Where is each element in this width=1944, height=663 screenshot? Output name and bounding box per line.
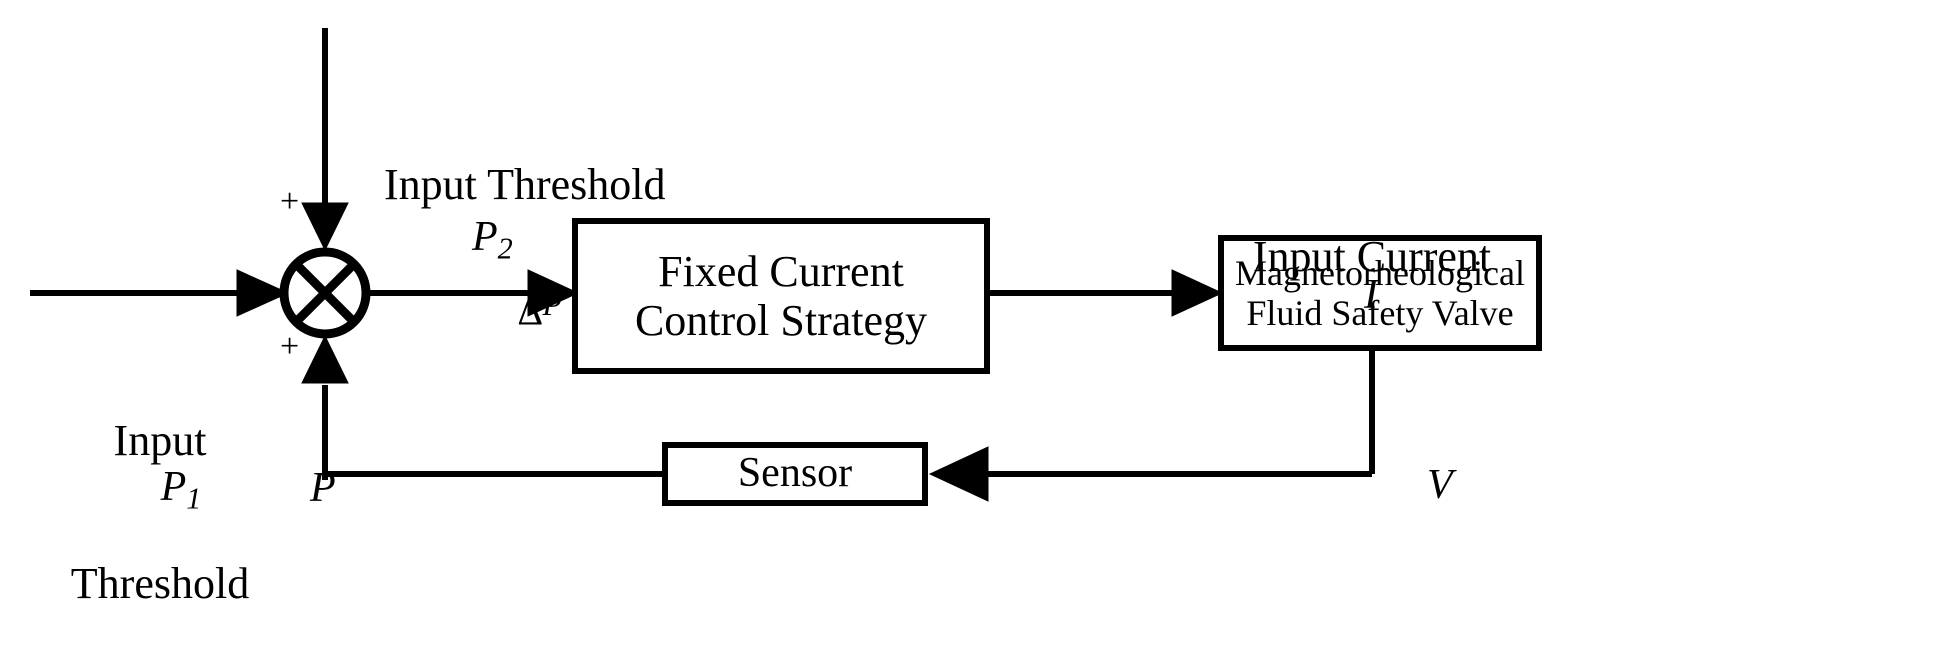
sensor-block-rect bbox=[662, 442, 928, 506]
top-input-symbol-letter: P bbox=[472, 214, 498, 261]
sensor-block-line1: Sensor bbox=[737, 450, 853, 497]
valve-block-line1: Magnetorheological bbox=[1235, 252, 1525, 293]
controller-block-rect bbox=[572, 218, 990, 374]
valve-block-line2: Fluid Safety Valve bbox=[1246, 293, 1514, 333]
current-signal-label-text: Input Current bbox=[1252, 231, 1492, 281]
feedback-symbol-letter: P bbox=[310, 465, 336, 512]
controller-block-line1: Fixed Current bbox=[658, 246, 904, 296]
feedback-input-arrowhead bbox=[301, 334, 349, 384]
left-input-label-line1: Input bbox=[113, 416, 207, 466]
valve-block-rect bbox=[1218, 235, 1542, 351]
current-signal-symbol: I bbox=[1185, 228, 1515, 364]
controller-block-line2: Control Strategy bbox=[634, 296, 928, 345]
current-signal-symbol-letter: I bbox=[1364, 272, 1378, 319]
left-input-symbol-subscript: 1 bbox=[186, 481, 202, 516]
top-input-plus-sign: + bbox=[280, 183, 300, 220]
error-signal-arrowhead bbox=[527, 269, 580, 317]
error-signal-label: ∆P bbox=[478, 245, 598, 376]
controller-block-text: Fixed Current Control Strategy bbox=[575, 221, 987, 371]
top-input-label-text: Input Threshold bbox=[384, 159, 666, 209]
top-input-label: Input Threshold bbox=[340, 113, 920, 256]
valve-output-symbol: V bbox=[1385, 418, 1453, 554]
top-input-symbol: P2 bbox=[430, 170, 610, 311]
valve-output-symbol-letter: V bbox=[1427, 462, 1453, 509]
error-signal-delta: ∆ bbox=[518, 288, 543, 334]
current-link-arrowhead bbox=[1171, 269, 1224, 317]
sensor-block-text: Sensor bbox=[665, 445, 925, 503]
left-input-symbol: P1 bbox=[10, 420, 310, 561]
top-input-symbol-subscript: 2 bbox=[497, 231, 513, 266]
left-input-symbol-letter: P bbox=[160, 464, 187, 511]
valve-block-text: Magnetorheological Fluid Safety Valve bbox=[1221, 238, 1539, 348]
left-input-arrowhead bbox=[236, 269, 290, 317]
summing-junction-cross-b bbox=[292, 260, 358, 326]
left-input-label: Input Threshold bbox=[10, 322, 310, 663]
error-signal-variable: P bbox=[542, 287, 562, 323]
left-input-label-line2: Threshold bbox=[70, 558, 250, 608]
feedback-symbol: P bbox=[268, 421, 336, 557]
current-signal-label: Input Current bbox=[1185, 185, 1515, 328]
sensor-input-arrowhead bbox=[928, 446, 989, 502]
top-input-arrowhead bbox=[301, 202, 349, 252]
feedback-input-plus-sign: + bbox=[280, 328, 300, 365]
